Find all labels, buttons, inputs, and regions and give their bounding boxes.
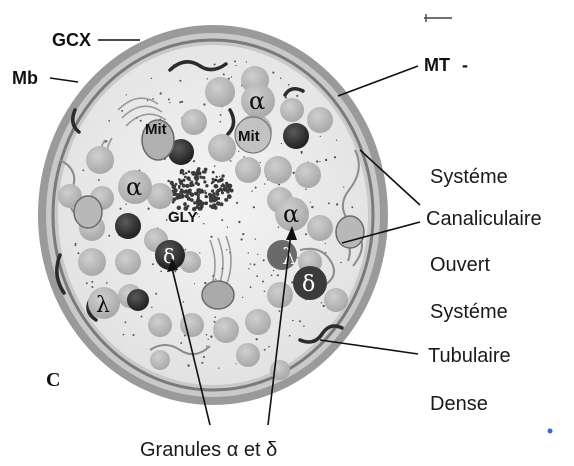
mt-leader (338, 66, 418, 96)
tubulaire-label: Tubulaire (428, 345, 511, 367)
accent-dot (548, 429, 553, 434)
mt-dash: - (462, 55, 468, 75)
delta-label: δ (302, 272, 315, 297)
mt-label: MT (424, 55, 450, 75)
alpha-label: α (126, 173, 142, 201)
ouvert-label: Ouvert (430, 254, 490, 276)
granules-caption: Granules α et δ (140, 439, 277, 461)
panel-letter: C (46, 369, 60, 391)
mitochondrion (202, 281, 234, 309)
systeme-tubulaire-label: Systéme (430, 301, 508, 323)
dense-label: Dense (430, 393, 488, 415)
mitochondrion (336, 216, 364, 248)
mitochondrion (74, 196, 102, 228)
mb-label: Mb (12, 68, 38, 88)
gly-label: GLY (168, 209, 197, 226)
dark-granule (215, 179, 217, 181)
gcx-label: GCX (52, 30, 91, 50)
mit-label: Mit (145, 121, 167, 138)
lambda-label: λ (96, 293, 110, 318)
mb-leader (50, 78, 78, 82)
canaliculaire-label: Canaliculaire (426, 208, 542, 230)
alpha-label: α (249, 87, 265, 115)
alpha-label: α (283, 200, 299, 228)
systeme-canaliculaire-label: Systéme (430, 166, 508, 188)
mit-label: Mit (238, 128, 260, 145)
